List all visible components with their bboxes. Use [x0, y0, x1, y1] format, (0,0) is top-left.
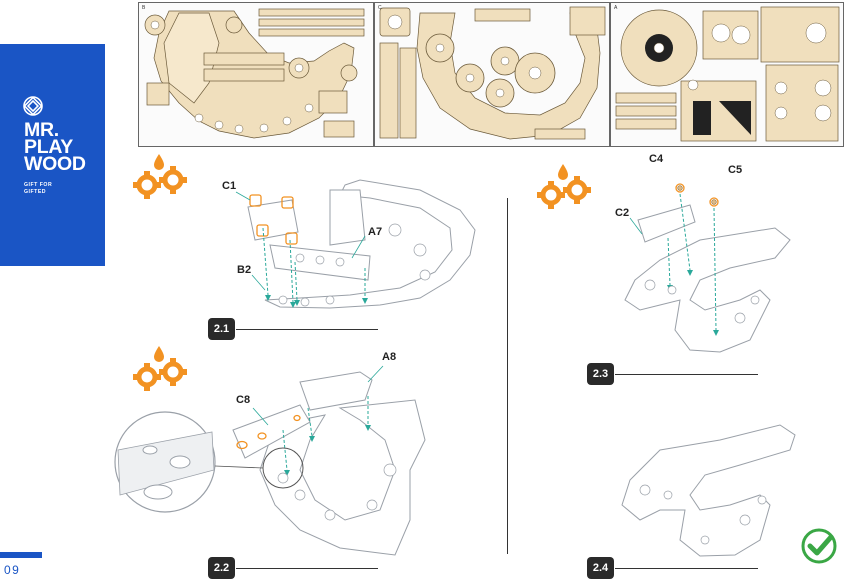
brand-name-line: MR. [24, 119, 59, 141]
sheet-b-parts-illustration [144, 8, 365, 139]
step-rule [236, 329, 378, 330]
brand-name-line: PLAY [24, 136, 74, 158]
part-label-c5: C5 [728, 164, 743, 176]
step-rule [236, 568, 378, 569]
column-divider [507, 198, 508, 554]
part-label-a7: A7 [368, 226, 383, 238]
step-badge-2-3: 2.3 [587, 363, 614, 385]
check-circle-icon [801, 528, 837, 564]
sheet-a-parts-illustration [615, 6, 840, 142]
brand-tagline-line: GIFTED [24, 188, 47, 195]
brand-logo-icon [23, 96, 43, 116]
brand-name-line: WOOD [24, 153, 86, 175]
part-label-c4: C4 [649, 153, 664, 165]
sheet-label: B [142, 5, 146, 11]
glue-gears-icon [537, 164, 591, 209]
brand-tagline-line: GIFT FOR [24, 182, 53, 188]
part-label-c8: C8 [236, 394, 251, 406]
step-badge-2-4: 2.4 [587, 557, 614, 579]
glue-gears-icon [133, 346, 187, 391]
step-rule [615, 568, 758, 569]
parts-sheet-b: B [138, 2, 374, 147]
step-badge-2-2: 2.2 [208, 557, 235, 579]
brand-panel: MR. PLAY WOOD GIFT FOR GIFTED [0, 44, 105, 266]
glue-gears-icon [133, 154, 187, 199]
part-label-b2: B2 [237, 264, 252, 276]
part-label-a8: A8 [382, 351, 397, 363]
sheet-label: C [378, 5, 382, 11]
brand-name: MR. PLAY WOOD [24, 119, 94, 175]
sheet-c-parts-illustration [379, 6, 606, 140]
parts-sheet-c: C [374, 2, 610, 147]
parts-sheet-a: A [610, 2, 844, 147]
sheet-label: A [614, 5, 618, 11]
part-label-c1: C1 [222, 180, 237, 192]
page-number-bar [0, 552, 42, 558]
page-number: 09 [4, 563, 21, 577]
brand-tagline: GIFT FOR GIFTED [24, 182, 84, 195]
part-label-c2: C2 [615, 207, 630, 219]
step-rule [615, 374, 758, 375]
step-badge-2-1: 2.1 [208, 318, 235, 340]
